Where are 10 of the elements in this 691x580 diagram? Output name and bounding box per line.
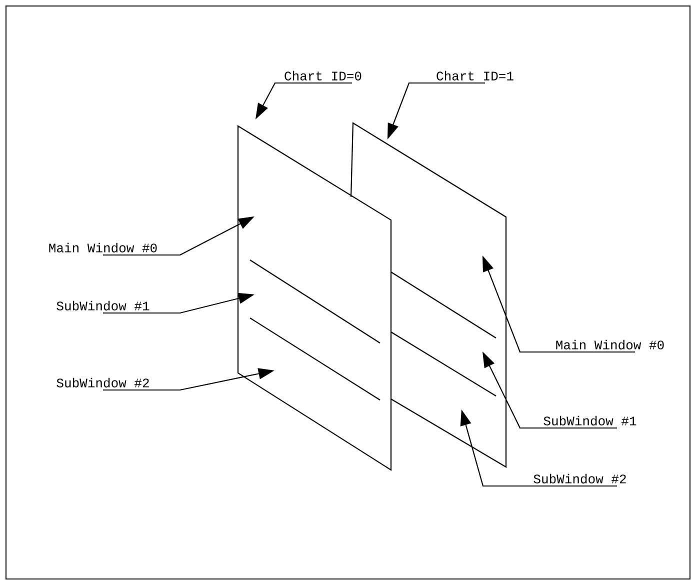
callout-label: SubWindow #1 xyxy=(544,416,636,426)
callout-label: Main Window #0 xyxy=(556,340,664,350)
window-panel xyxy=(237,125,392,471)
callout-label: Chart ID=0 xyxy=(284,70,362,80)
callout-label: Chart ID=1 xyxy=(436,70,514,80)
callout-label: SubWindow #2 xyxy=(534,474,626,484)
callout-label: Main Window #0 xyxy=(49,242,157,252)
callout-label: SubWindow #2 xyxy=(56,378,149,388)
callout-label: SubWindow #1 xyxy=(56,300,150,310)
window-panel xyxy=(350,122,507,468)
